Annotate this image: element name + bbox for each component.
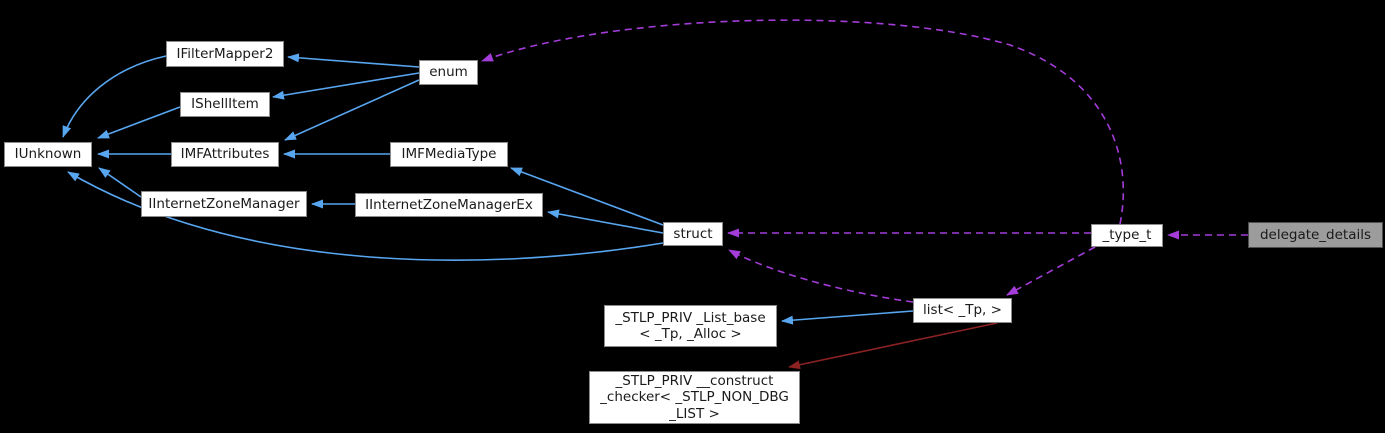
- graph-node-ifiltermapper2[interactable]: IFilterMapper2: [166, 41, 284, 67]
- edge-enum-to-imfattributes: [284, 79, 420, 141]
- graph-node-iunknown[interactable]: IUnknown: [4, 142, 92, 167]
- graph-node-imfmediatype[interactable]: IMFMediaType: [390, 142, 508, 167]
- graph-node-struct[interactable]: struct: [663, 222, 723, 246]
- graph-node-enum[interactable]: enum: [419, 60, 478, 85]
- edge-type-t-to-list-tp: [1006, 246, 1096, 296]
- edge-enum-to-ifiltermapper2: [287, 53, 420, 68]
- graph-node-imfattributes[interactable]: IMFAttributes: [171, 142, 279, 167]
- graph-node-delegate-details: delegate_details: [1248, 222, 1383, 248]
- graph-node-stlp-construct-checker[interactable]: _STLP_PRIV __construct _checker< _STLP_N…: [589, 371, 800, 424]
- edge-list-tp-to-stlp-construct-checker: [788, 322, 998, 370]
- edge-struct-to-imfmediatype: [510, 167, 664, 226]
- graph-node-iinternetzonemanager[interactable]: IInternetZoneManager: [141, 191, 307, 217]
- edge-list-tp-to-stlp-list-base: [781, 310, 914, 325]
- graph-node-list-tp[interactable]: list< _Tp, >: [913, 298, 1012, 323]
- graph-node-iinternetzonemanagerex[interactable]: IInternetZoneManagerEx: [355, 193, 543, 217]
- edge-ishellitem-to-iunknown: [97, 106, 181, 139]
- graph-node-ishellitem[interactable]: IShellItem: [180, 92, 270, 117]
- graph-node-type-t[interactable]: _type_t: [1091, 224, 1163, 247]
- edge-iinternetzonemanager-to-iunknown: [98, 167, 142, 198]
- graph-node-stlp-list-base[interactable]: _STLP_PRIV _List_base < _Tp, _Alloc >: [604, 305, 777, 347]
- edge-struct-to-iinternetzonemanagerex: [547, 209, 664, 234]
- edge-enum-to-ishellitem: [272, 72, 420, 100]
- edge-list-tp-to-struct: [728, 249, 914, 303]
- edge-ifiltermapper2-to-iunknown: [62, 55, 167, 138]
